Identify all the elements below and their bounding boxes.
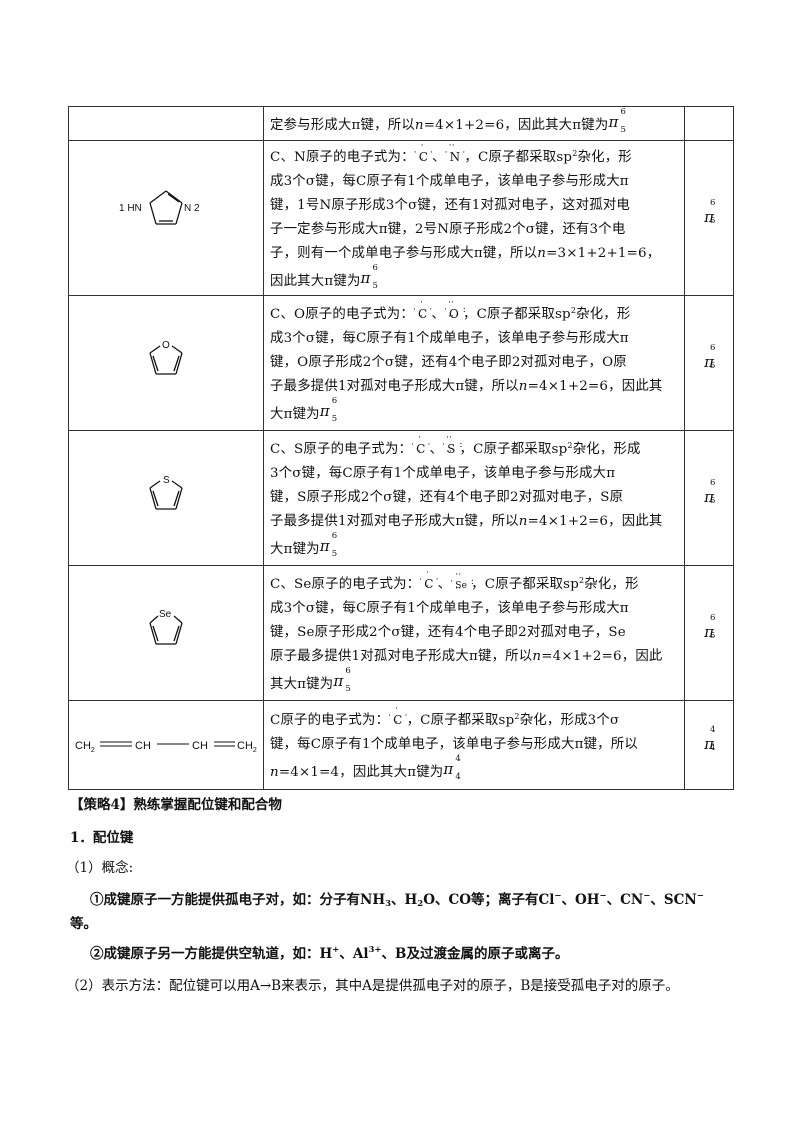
description-cell: C、N原子的电子式为：····C、····N，C原子都采取sp2杂化，形 成3个… <box>263 140 685 296</box>
electron-dot-n: ····N <box>444 141 466 164</box>
imidazole-structure: 1 HN N 2 <box>119 190 200 225</box>
description-cell: C、O原子的电子式为：····C、···:··O，C原子都采取sp2杂化，形 成… <box>263 295 685 431</box>
paragraph-lone-pair: ①成键原子一方能提供孤电子对，如：分子有NH3、H2O、CO等；离子有Cl−、O… <box>90 891 704 909</box>
thiophene-structure: S <box>149 475 183 510</box>
structure-cell: S <box>68 430 264 566</box>
structure-cell: O <box>68 295 264 431</box>
structure-cell: Se <box>68 565 264 701</box>
table-row: CH2 CH CH CH2 C原子的电子式为：····C，C原子都采取sp2杂化… <box>68 700 734 790</box>
table-row: 1 HN N 2 C、N原子的电子式为：····C、····N，C原子都采取sp… <box>68 140 734 296</box>
paragraph-empty-orbital: ②成键原子另一方能提供空轨道，如：H+、Al3+、B及过渡金属的原子或离子。 <box>90 945 569 962</box>
ch2-left-label: CH <box>75 740 91 752</box>
ch-label: CH <box>135 740 151 752</box>
paragraph-lone-pair-end: 等。 <box>70 916 97 932</box>
description-cell: C原子的电子式为：····C，C原子都采取sp2杂化，形成3个σ 键，每C原子有… <box>263 700 685 790</box>
svg-text:CH2: CH2 <box>237 740 257 754</box>
ch-label: CH <box>192 740 208 752</box>
o-atom-label: O <box>162 340 170 351</box>
item-1-label: （1）概念: <box>66 860 134 876</box>
ch2-right-label: CH <box>237 740 253 752</box>
result-cell <box>684 106 734 141</box>
item-2-notation: （2）表示方法：配位键可以用A→B来表示，其中A是提供孤电子对的原子，B是接受孤… <box>66 978 679 994</box>
se-atom-label: Se <box>159 609 172 620</box>
electron-dot-c: ····C <box>412 298 433 322</box>
subsection-title: 1．配位键 <box>70 830 134 846</box>
svg-text:CH2: CH2 <box>75 740 95 754</box>
electron-dot-c: ····C <box>419 568 439 592</box>
structure-cell <box>68 106 264 141</box>
ch2-left-subscript: 2 <box>91 747 95 754</box>
electron-dot-s: ···:··S <box>442 433 463 457</box>
furan-structure: O <box>149 340 183 375</box>
table-row: Se C、Se原子的电子式为：····C、···:··Se，C原子都采取sp2杂… <box>68 565 734 701</box>
electron-dot-c: ····C <box>413 141 434 165</box>
butadiene-structure: CH2 CH CH CH2 <box>75 740 257 754</box>
electron-dot-se: ···:··Se <box>450 570 475 594</box>
description-cell: C、Se原子的电子式为：····C、···:··Se，C原子都采取sp2杂化，形… <box>263 565 685 701</box>
table-row: O C、O原子的电子式为：····C、···:··O，C原子都采取sp2杂化，形… <box>68 295 734 431</box>
ch2-right-subscript: 2 <box>253 747 257 754</box>
s-atom-label: S <box>163 475 170 486</box>
structure-cell: CH2 CH CH CH2 <box>68 700 264 790</box>
n1-label: 1 HN <box>119 203 142 214</box>
table-row: S C、S原子的电子式为：····C、···:··S，C原子都采取sp2杂化，形… <box>68 430 734 566</box>
electron-dot-c: ····C <box>388 704 408 728</box>
structure-cell: 1 HN N 2 <box>68 140 264 296</box>
electron-dot-o: ···:··O <box>443 298 466 322</box>
description-cell: C、S原子的电子式为：····C、···:··S，C原子都采取sp2杂化，形成 … <box>263 430 685 566</box>
electron-dot-c: ····C <box>411 433 431 457</box>
strategy-heading: 【策略4】熟练掌握配位键和配合物 <box>70 797 282 813</box>
selenophene-structure: Se <box>149 609 183 645</box>
n2-label: N 2 <box>184 203 200 214</box>
